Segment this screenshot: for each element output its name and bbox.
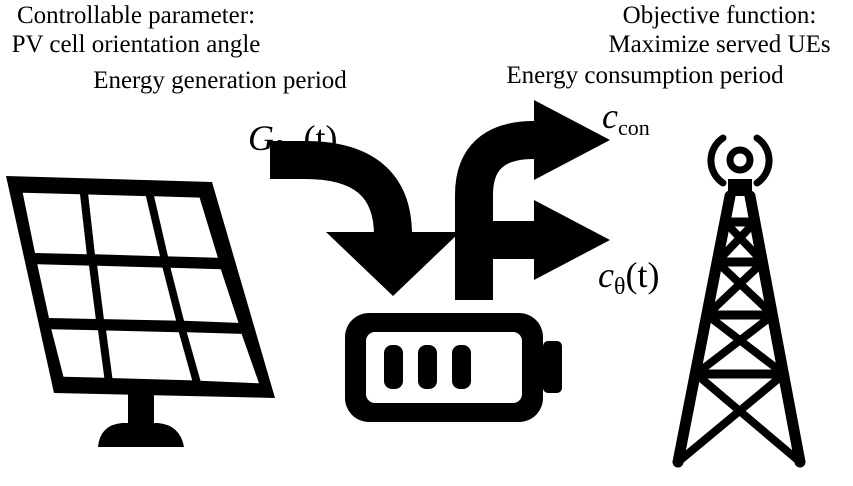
battery-icon xyxy=(345,313,562,422)
objective-title: Objective function: xyxy=(622,2,817,29)
ccon-symbol: c xyxy=(602,96,618,136)
variable-consumption-formula: cθ(t) xyxy=(598,255,659,307)
generation-period-label: Energy generation period xyxy=(93,67,347,94)
parameter-value: PV cell orientation angle xyxy=(11,31,261,58)
generation-symbol: G xyxy=(248,118,274,158)
constant-consumption-formula: ccon xyxy=(602,96,650,148)
objective-value: Maximize served UEs xyxy=(608,31,831,58)
consumption-arrow-icon xyxy=(455,100,610,300)
ctheta-symbol: c xyxy=(598,255,614,295)
parameter-title: Controllable parameter: xyxy=(16,2,256,29)
solar-panel-icon xyxy=(6,176,275,447)
consumption-period-label: Energy consumption period xyxy=(506,62,784,89)
ccon-subscript: con xyxy=(617,115,650,140)
generation-arrow-icon xyxy=(270,141,460,296)
cell-tower-icon xyxy=(672,134,806,468)
ctheta-argument: (t) xyxy=(625,255,660,295)
ctheta-subscript: θ xyxy=(613,274,626,300)
